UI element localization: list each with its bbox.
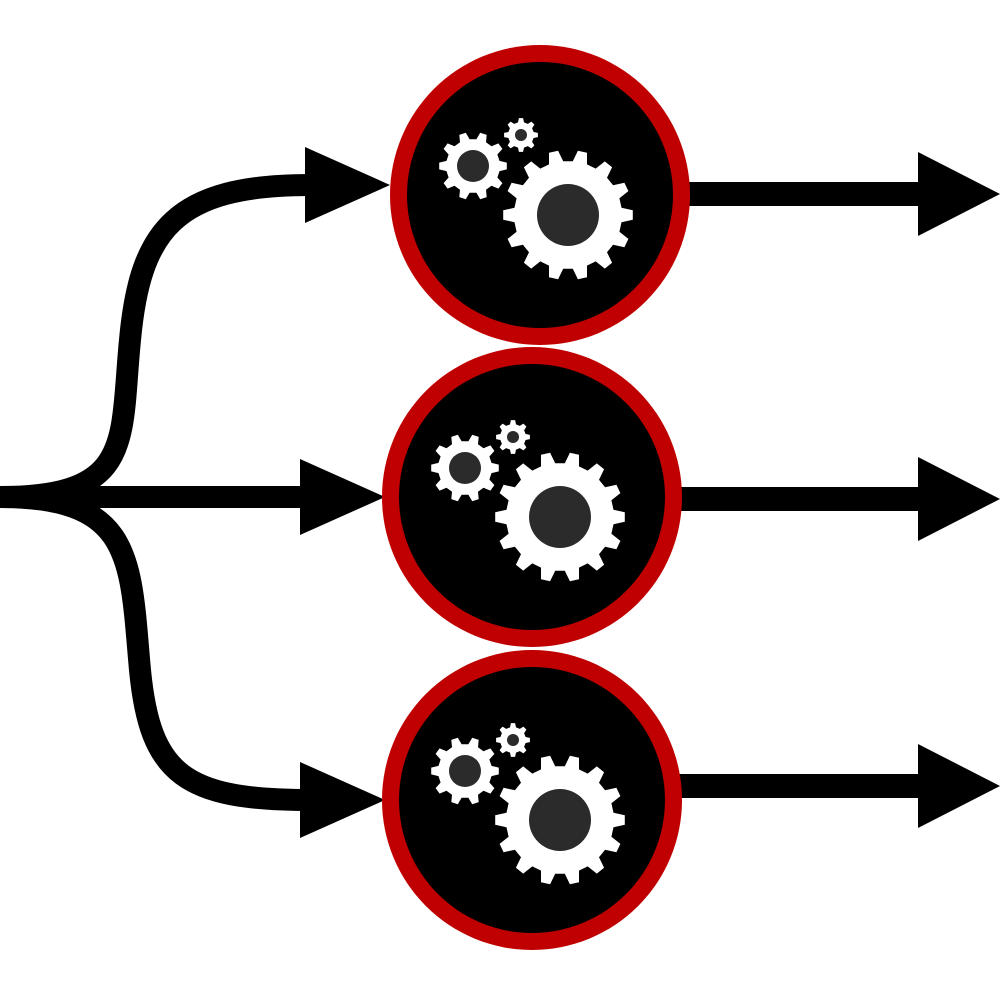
output-arrows (675, 152, 1000, 828)
gear-icon (439, 132, 507, 200)
output-arrow-shaft (675, 774, 925, 798)
branch-line-top (0, 174, 311, 508)
gears-icon (439, 118, 633, 280)
output-arrow-shaft (675, 487, 925, 511)
branch-line-bottom (0, 486, 311, 811)
gear-icon (495, 755, 625, 885)
output-arrow-3 (675, 744, 1000, 828)
gear-icon (496, 420, 530, 454)
right-arrow-icon (918, 457, 1000, 541)
gear-icon (431, 434, 499, 502)
gear-icon (431, 737, 499, 805)
process-node-2 (382, 347, 682, 647)
gears-icon (431, 723, 625, 885)
arrowhead-icon (300, 459, 385, 535)
process-nodes (382, 45, 690, 950)
arrowhead-icon (300, 762, 385, 838)
right-arrow-icon (918, 152, 1000, 236)
output-arrow-2 (675, 457, 1000, 541)
output-arrow-shaft (680, 182, 925, 206)
gear-icon (504, 118, 538, 152)
arrowhead-icon (305, 147, 390, 223)
gear-icon (503, 150, 633, 280)
right-arrow-icon (918, 744, 1000, 828)
process-node-3 (382, 650, 682, 950)
gear-icon (496, 723, 530, 757)
output-arrow-1 (680, 152, 1000, 236)
process-node-1 (390, 45, 690, 345)
gear-icon (495, 452, 625, 582)
input-arrowheads (300, 147, 390, 838)
gears-icon (431, 420, 625, 582)
input-split-connector (0, 174, 311, 811)
